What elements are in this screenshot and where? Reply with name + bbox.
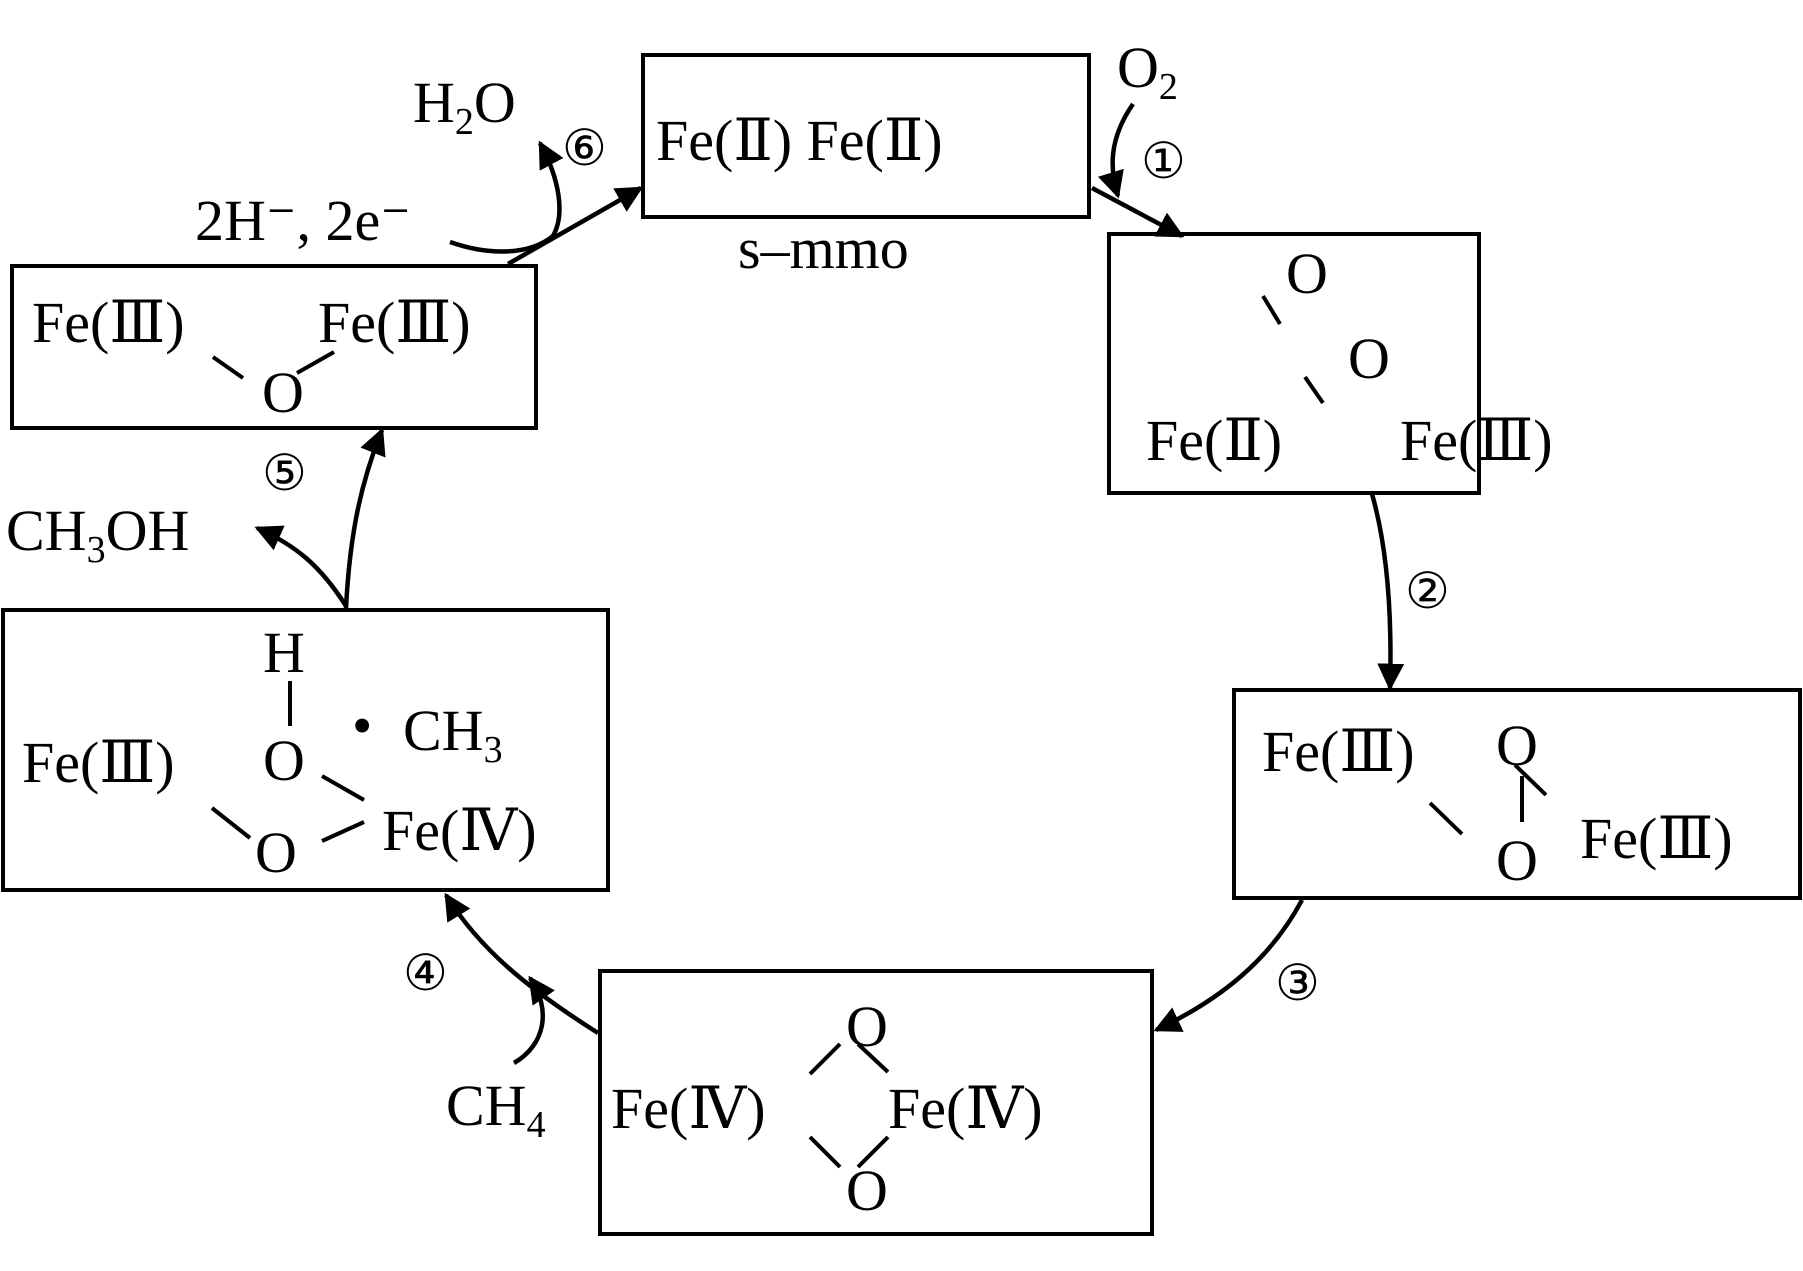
radical-dot: • [352, 693, 372, 758]
oxygen-atom: O [846, 1158, 888, 1223]
iron-iv-atom: Fe(Ⅳ) [611, 1076, 766, 1141]
arrow [1369, 493, 1405, 691]
reagent-arrow [1097, 102, 1135, 199]
oxygen-atom: O [263, 728, 305, 793]
state-diferric-peroxo: Fe(Ⅲ) O O Fe(Ⅲ) [1232, 688, 1802, 900]
state-box [1107, 232, 1481, 495]
bond [856, 1042, 890, 1074]
arrow [1090, 186, 1185, 238]
state-box [1232, 688, 1802, 900]
reagent-o2: O2 [1117, 35, 1178, 108]
oxygen-atom: O [255, 820, 297, 885]
bond [1261, 294, 1282, 326]
state-box [598, 969, 1154, 1236]
product-ch3oh: CH3OH [6, 498, 189, 571]
step-5: CH3OH ⑤ [6, 427, 386, 609]
bond [211, 355, 245, 380]
step-number: ③ [1275, 955, 1320, 1011]
arrow [444, 892, 600, 1035]
bond [296, 350, 335, 375]
step-4: CH4 ④ [403, 892, 600, 1146]
arrow [343, 427, 386, 609]
state-peroxo-feii-feiii: O O Fe(Ⅱ) Fe(Ⅲ) [1107, 232, 1553, 495]
arrow [1153, 898, 1304, 1033]
oxygen-atom: O [1496, 828, 1538, 893]
state-box [641, 53, 1091, 219]
bond [321, 774, 365, 802]
step-number: ⑤ [262, 445, 307, 501]
iron-iv-atom: Fe(Ⅳ) [382, 798, 537, 863]
bond [210, 806, 252, 840]
iron-ii-atom: Fe(Ⅱ) [1146, 408, 1282, 473]
state-hydroxy-methyl-radical: H O • CH3 Fe(Ⅲ) O Fe(Ⅳ) [1, 608, 610, 892]
iron-iii-atom: Fe(Ⅲ) [1400, 408, 1553, 473]
bond [1428, 801, 1464, 836]
step-1: O2 ① [1090, 35, 1186, 238]
step-number: ② [1405, 563, 1450, 619]
state-box [1, 608, 610, 892]
bond [1303, 375, 1325, 405]
step-number: ④ [403, 945, 448, 1001]
iron-iv-atom: Fe(Ⅳ) [888, 1076, 1043, 1141]
state-label: Fe(Ⅱ) Fe(Ⅱ) [656, 108, 943, 173]
bond [856, 1135, 890, 1169]
reagent-2h-2e: 2H⁻, 2e⁻ [195, 188, 411, 253]
arrow [506, 186, 644, 266]
reagent-arrow [512, 975, 555, 1065]
state-box [10, 264, 538, 430]
step-2: ② [1369, 493, 1450, 691]
bond [808, 1135, 842, 1169]
state-diamond-core-feiv: Fe(Ⅳ) O O Fe(Ⅳ) [598, 969, 1154, 1236]
oxygen-atom: O [262, 360, 304, 425]
bond [808, 1042, 842, 1076]
bond [321, 820, 365, 843]
state-diferric-oxo: Fe(Ⅲ) O Fe(Ⅲ) [10, 264, 538, 430]
oxygen-atom: O [846, 994, 888, 1059]
iron-iii-atom: Fe(Ⅲ) [32, 290, 185, 355]
step-6: 2H⁻, 2e⁻ H2O ⑥ [195, 70, 644, 266]
step-number: ⑥ [562, 120, 607, 176]
product-arrow [254, 525, 348, 608]
step-3: ③ [1153, 898, 1320, 1033]
enzyme-label: s–mmo [738, 216, 909, 281]
methyl-group: CH3 [403, 698, 503, 771]
oxygen-atom: O [1348, 326, 1390, 391]
state-feii-feii: Fe(Ⅱ) Fe(Ⅱ) s–mmo [641, 53, 1091, 281]
bond [1513, 763, 1548, 797]
reagent-arrow [449, 140, 564, 254]
iron-iii-atom: Fe(Ⅲ) [1580, 806, 1733, 871]
step-number: ① [1141, 133, 1186, 189]
oxygen-atom: O [1286, 241, 1328, 306]
product-h2o: H2O [413, 70, 516, 143]
reagent-ch4: CH4 [446, 1073, 546, 1146]
iron-iii-atom: Fe(Ⅲ) [22, 730, 175, 795]
iron-iii-atom: Fe(Ⅲ) [318, 290, 471, 355]
hydrogen-atom: H [263, 620, 305, 685]
iron-iii-atom: Fe(Ⅲ) [1262, 719, 1415, 784]
